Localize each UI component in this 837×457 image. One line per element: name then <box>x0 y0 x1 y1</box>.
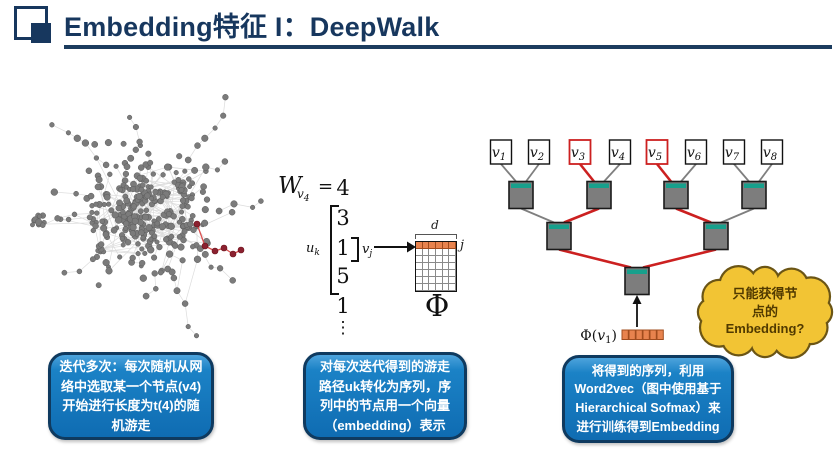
title-bullet-square-filled-icon <box>31 23 51 43</box>
matrix-cell <box>416 284 423 291</box>
matrix-cell <box>442 263 450 270</box>
matrix-cell <box>416 277 423 284</box>
matrix-cell <box>442 277 450 284</box>
walk-symbol-subscript: v4 <box>297 187 310 204</box>
walk-sequence-value: ⋮ <box>334 318 352 338</box>
matrix-cell <box>449 256 456 263</box>
walk-symbol-W: W <box>278 173 302 199</box>
walk-sequence-value: 3 <box>336 206 350 230</box>
matrix-cell <box>429 263 436 270</box>
matrix-cell <box>422 284 430 291</box>
matrix-cell <box>449 263 456 270</box>
context-window-left-bracket <box>330 205 339 295</box>
mapping-arrow-icon <box>374 241 416 253</box>
cloud-line-2: 点的 <box>751 303 778 319</box>
matrix-cell <box>422 256 430 263</box>
matrix-cell <box>435 284 443 291</box>
matrix-cell <box>442 284 450 291</box>
matrix-cell <box>422 263 430 270</box>
vj-label: vj <box>362 242 373 259</box>
matrix-hot-cell <box>422 242 430 249</box>
input-arrow-icon <box>632 295 642 327</box>
graph-nodes <box>30 94 264 339</box>
matrix-cell <box>422 249 430 256</box>
matrix-cell <box>429 284 436 291</box>
matrix-cell <box>449 270 456 277</box>
matrix-cell <box>416 270 423 277</box>
matrix-cell <box>429 270 436 277</box>
walk-sequence-value: 4 <box>336 176 350 200</box>
caption-sequence: 对每次迭代得到的游走路径uk转化为序列，序列中的节点用一个向量（embeddin… <box>303 352 467 440</box>
walk-sequence-value: 1 <box>336 236 350 260</box>
matrix-cell <box>422 277 430 284</box>
matrix-cell <box>435 263 443 270</box>
tree-internal-nodes <box>508 180 767 296</box>
matrix-cell <box>442 249 450 256</box>
matrix-cell <box>416 263 423 270</box>
matrix-hot-cell <box>416 242 423 249</box>
cloud-line-1: 只能获得节 <box>732 286 798 301</box>
matrix-j-label: j <box>460 238 465 253</box>
matrix-cell <box>429 249 436 256</box>
random-walk-network-graph <box>30 94 264 339</box>
matrix-hot-cell <box>449 242 456 249</box>
matrix-cell <box>435 270 443 277</box>
matrix-hot-cell <box>442 242 450 249</box>
page-title: Embedding特征 I：DeepWalk <box>64 12 440 42</box>
title-underline <box>64 45 832 49</box>
matrix-cell <box>442 270 450 277</box>
matrix-cell <box>416 256 423 263</box>
cloud-line-3: Embedding? <box>725 321 805 337</box>
matrix-phi-label: Φ <box>424 289 450 324</box>
matrix-cell <box>435 277 443 284</box>
matrix-cell <box>416 249 423 256</box>
matrix-cell <box>449 284 456 291</box>
matrix-d-label: d <box>431 218 439 232</box>
cloud-shape-icon <box>696 265 834 359</box>
matrix-width-measure-line <box>415 234 457 239</box>
matrix-cell <box>422 270 430 277</box>
matrix-cell <box>429 277 436 284</box>
matrix-cell <box>435 256 443 263</box>
highlighted-walk-path <box>193 220 245 258</box>
walk-sequence-value: 1 <box>336 294 350 318</box>
caption-word2vec: 将得到的序列，利用Word2vec（图中使用基于Hierarchical Sof… <box>562 355 734 443</box>
matrix-cell <box>442 256 450 263</box>
tree-edges <box>500 163 773 269</box>
target-right-bracket <box>351 237 359 262</box>
phi-v1-vector: Φ(v1) <box>580 328 664 346</box>
matrix-cell <box>435 249 443 256</box>
matrix-hot-cell <box>429 242 436 249</box>
thought-cloud-callout: 只能获得节 点的 Embedding? <box>693 263 837 363</box>
equals-sign: = <box>318 176 334 197</box>
caption-random-walk: 迭代多次：每次随机从网络中选取某一个节点(v4)开始进行长度为t(4)的随机游走 <box>48 352 214 440</box>
matrix-cell <box>429 256 436 263</box>
svg-text:Φ(v1): Φ(v1) <box>580 328 617 346</box>
matrix-hot-cell <box>435 242 443 249</box>
uk-label: uk <box>306 241 320 258</box>
matrix-cell <box>449 249 456 256</box>
matrix-cell <box>449 277 456 284</box>
walk-sequence-value: 5 <box>336 264 350 288</box>
embedding-matrix <box>415 241 457 292</box>
cloud-text: 只能获得节 点的 Embedding? <box>701 285 829 338</box>
cloud-fill <box>699 267 831 357</box>
